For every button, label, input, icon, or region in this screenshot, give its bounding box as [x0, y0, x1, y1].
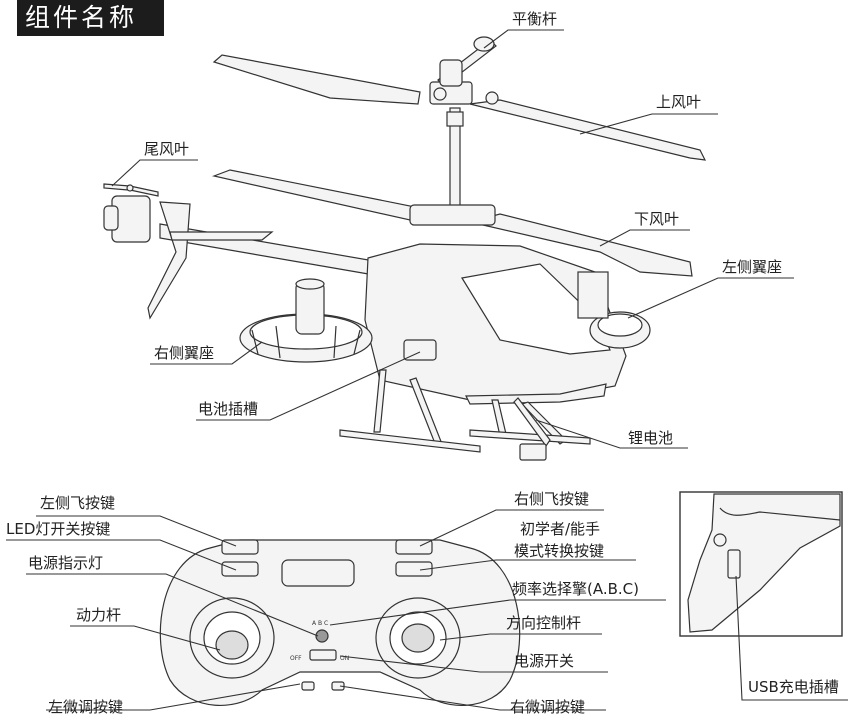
led-switch-button-drawing: [221, 561, 259, 577]
stabilizer-bar: [429, 36, 499, 105]
throttle-stick-drawing: [189, 597, 275, 679]
usb-inset: [679, 491, 843, 637]
helicopter-illustration: [103, 36, 707, 461]
on-mark: ON: [340, 655, 349, 662]
label-left-trim-button: 左微调按键: [48, 698, 124, 716]
tail-rotor-assembly: [103, 183, 159, 243]
battery-slot-drawing: [403, 339, 437, 361]
right-side-fly-button-drawing: [395, 539, 433, 555]
usb-port-drawing: [727, 549, 741, 579]
label-tail-rotor: 尾风叶: [144, 140, 190, 158]
lower-rotor-blade-left: [211, 169, 422, 221]
label-direction-stick: 方向控制杆: [506, 614, 582, 632]
label-right-wing-mount: 右侧翼座: [154, 344, 215, 362]
lithium-battery-drawing: [513, 397, 551, 461]
mode-switch-button-drawing: [395, 561, 433, 577]
title-box: [17, 0, 164, 36]
page-title: 组件名称: [25, 3, 138, 32]
left-wing-mount-cage: [577, 271, 651, 349]
label-right-side-fly-button: 右侧飞按键: [514, 490, 590, 508]
right-wing-mount-cage: [239, 278, 373, 363]
direction-stick-drawing: [375, 597, 461, 679]
label-right-trim-button: 右微调按键: [510, 698, 586, 716]
label-usb-charge-port: USB充电插槽: [748, 678, 839, 696]
label-led-switch-button: LED灯开关按键: [6, 520, 111, 538]
label-power-switch: 电源开关: [514, 652, 575, 670]
label-lower-rotor: 下风叶: [634, 210, 680, 228]
left-trim-button-drawing: [301, 681, 315, 691]
label-throttle-stick: 动力杆: [76, 606, 122, 624]
label-upper-rotor: 上风叶: [656, 93, 702, 111]
label-mode-switch-line2: 模式转换按键: [514, 542, 605, 560]
lower-rotor-blade-right: [469, 213, 693, 277]
label-mode-switch-line1: 初学者/能手: [520, 520, 601, 538]
label-left-wing-mount: 左侧翼座: [722, 258, 783, 276]
right-trim-button-drawing: [331, 681, 345, 691]
display-window: [281, 559, 355, 587]
abc-mark: A B C: [312, 620, 328, 627]
label-power-indicator: 电源指示灯: [28, 554, 104, 572]
label-battery-slot: 电池插槽: [198, 400, 259, 418]
label-stabilizer-bar: 平衡杆: [512, 10, 558, 28]
upper-rotor-blade-left: [212, 54, 421, 105]
tail-fin: [147, 201, 191, 320]
power-indicator-drawing: [315, 629, 329, 643]
leader-lines: [6, 29, 848, 711]
power-switch-drawing: [309, 649, 337, 661]
controller-illustration: A B C OFF ON: [159, 539, 521, 707]
label-left-side-fly-button: 左侧飞按键: [40, 494, 116, 512]
label-lithium-battery: 锂电池: [628, 429, 674, 447]
label-frequency-selector: 频率选择擎(A.B.C): [512, 580, 640, 598]
off-mark: OFF: [290, 655, 302, 662]
